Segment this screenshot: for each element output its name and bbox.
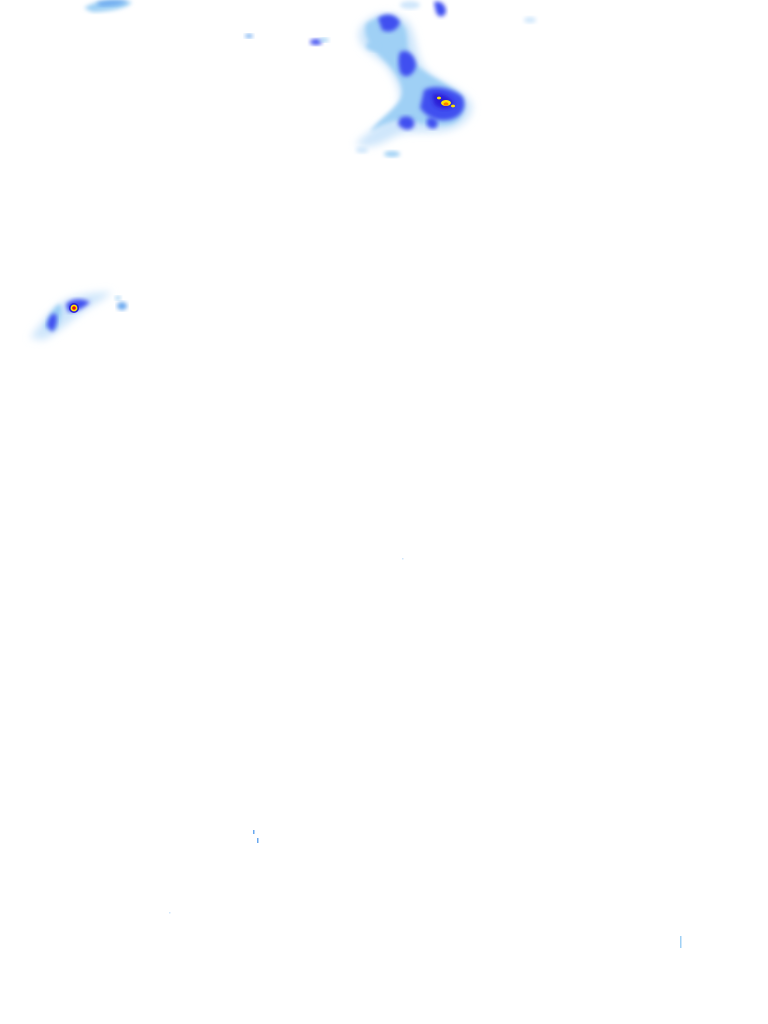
radar-echo-mod: [434, 1, 446, 17]
radar-echo-light: [319, 38, 329, 42]
radar-echo-vlight: [356, 147, 368, 153]
radar-echo-light: [115, 296, 121, 300]
radar-echo-extreme: [72, 306, 76, 310]
radar-echo-vlight: [169, 912, 171, 914]
echo-western-core: [69, 303, 79, 313]
radar-echo-vlight: [400, 1, 420, 9]
radar-echo-vlight: [402, 558, 404, 560]
radar-echo-mod: [426, 117, 438, 129]
echo-northern-band: [356, 1, 473, 157]
radar-echo-light: [366, 41, 386, 51]
echo-top-left: [84, 0, 132, 12]
echo-faint-scatter: [169, 558, 682, 948]
echo-western-cell: [30, 292, 127, 340]
echo-northern-core: [437, 96, 455, 108]
radar-echo-vheavy: [451, 104, 455, 108]
radar-echo-modl: [96, 0, 128, 6]
echo-small-specks: [245, 1, 536, 45]
radar-echo-mod: [310, 39, 322, 45]
radar-echo-vheavy: [437, 96, 441, 100]
radar-echo-mod: [398, 50, 416, 77]
radar-echo-intense: [443, 102, 449, 106]
radar-echo-modl: [253, 830, 255, 834]
radar-echo-modl: [245, 34, 253, 38]
radar-echo-vlight: [524, 17, 536, 23]
radar-echo-modl: [257, 838, 259, 843]
radar-echo-mod: [47, 313, 57, 332]
radar-echo-light: [384, 151, 400, 157]
radar-echo-mod: [378, 14, 400, 32]
radar-echo-light: [680, 936, 682, 948]
radar-echo-modl: [117, 302, 127, 310]
radar-echo-mod: [398, 116, 415, 130]
